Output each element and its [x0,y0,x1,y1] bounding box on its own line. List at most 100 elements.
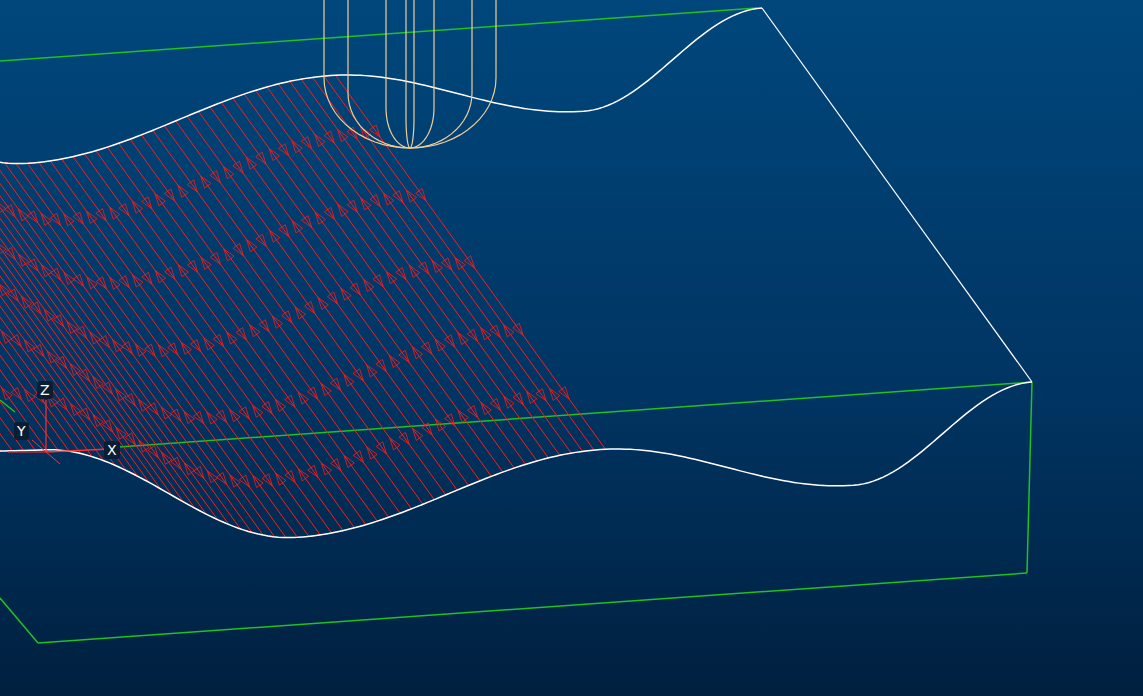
direction-arrow [47,351,57,363]
direction-arrow [253,405,263,417]
direction-arrow [64,214,74,226]
direction-arrow [321,463,331,475]
direction-arrow [504,325,514,337]
tool-outline [324,0,496,148]
direction-arrow [11,388,21,400]
direction-arrow [318,297,328,309]
direction-arrow [239,475,249,487]
direction-arrow [138,399,148,411]
direction-arrow [262,474,272,486]
direction-arrow [422,342,432,354]
direction-arrow [384,193,394,205]
direction-arrow [233,244,243,256]
direction-arrow [292,141,302,153]
surface-edge [0,382,1032,538]
direction-arrow [79,369,89,381]
direction-arrow [165,267,175,279]
direction-arrow [464,256,474,268]
direction-arrow [272,316,282,328]
direction-arrow [24,340,34,352]
direction-arrow [216,410,226,422]
direction-arrow [31,302,41,314]
direction-arrow [236,328,246,340]
direction-arrow [80,408,90,420]
direction-arrow [259,320,269,332]
direction-arrow [18,254,28,266]
surface-edge [762,8,1032,382]
direction-arrow [70,403,80,415]
box-edge [1027,382,1032,573]
direction-arrow [302,216,312,228]
direction-arrow [171,409,181,421]
direction-arrow [338,204,348,216]
direction-arrow [193,412,203,424]
direction-arrow [64,272,74,284]
x-axis [46,449,110,452]
direction-arrow [315,134,325,146]
direction-arrow [41,265,51,277]
direction-arrow [190,340,200,352]
direction-arrow [110,277,120,289]
direction-arrow [224,167,234,179]
direction-arrow [399,432,409,444]
direction-arrow [113,340,123,352]
direction-arrow [125,394,135,406]
direction-arrow [331,459,341,471]
direction-arrow [54,315,64,327]
direction-arrow [119,276,129,288]
direction-arrow [5,205,15,217]
direction-arrow [393,191,403,203]
direction-arrow [239,407,249,419]
direction-arrow [116,427,126,439]
direction-arrow [57,356,67,368]
direction-arrow [161,407,171,419]
direction-arrow [164,189,174,201]
direction-arrow [51,268,61,280]
direction-arrow [481,328,491,340]
direction-arrow [119,204,129,216]
direction-arrow [162,452,172,464]
direction-arrow [204,338,214,350]
direction-arrow [435,339,445,351]
direction-arrow [412,347,422,359]
direction-arrow [353,451,363,463]
direction-arrow [350,283,360,295]
direction-arrow [102,420,112,432]
direction-arrow [389,355,399,367]
direction-arrow [256,152,266,164]
direction-arrow [122,342,132,354]
axis-label: Z [37,381,53,399]
direction-arrow [247,240,257,252]
tool-outline [386,0,434,148]
direction-arrow [155,271,165,283]
direction-arrow [390,438,400,450]
direction-arrow [445,414,455,426]
direction-arrow [142,272,152,284]
direction-arrow [207,471,217,483]
direction-arrow [194,466,204,478]
tool-outline [348,0,472,148]
direction-arrow [292,221,302,233]
direction-arrow [276,473,286,485]
direction-arrow [490,398,500,410]
direction-arrow [373,275,383,287]
direction-arrow [25,390,35,402]
direction-arrow [201,176,211,188]
box-edge [38,573,1027,643]
direction-arrow [90,332,100,344]
direction-arrow [87,277,97,289]
direction-arrow [513,393,523,405]
direction-arrow [308,465,318,477]
direction-arrow [361,198,371,210]
direction-arrow [435,419,445,431]
direction-arrow [490,325,500,337]
direction-arrow [158,345,168,357]
direction-arrow [327,292,337,304]
direction-arrow [298,392,308,404]
tool-outline [406,0,414,148]
direction-arrow [347,200,357,212]
direction-arrow [2,331,12,343]
direction-arrow [28,211,38,223]
direction-arrow [504,396,514,408]
